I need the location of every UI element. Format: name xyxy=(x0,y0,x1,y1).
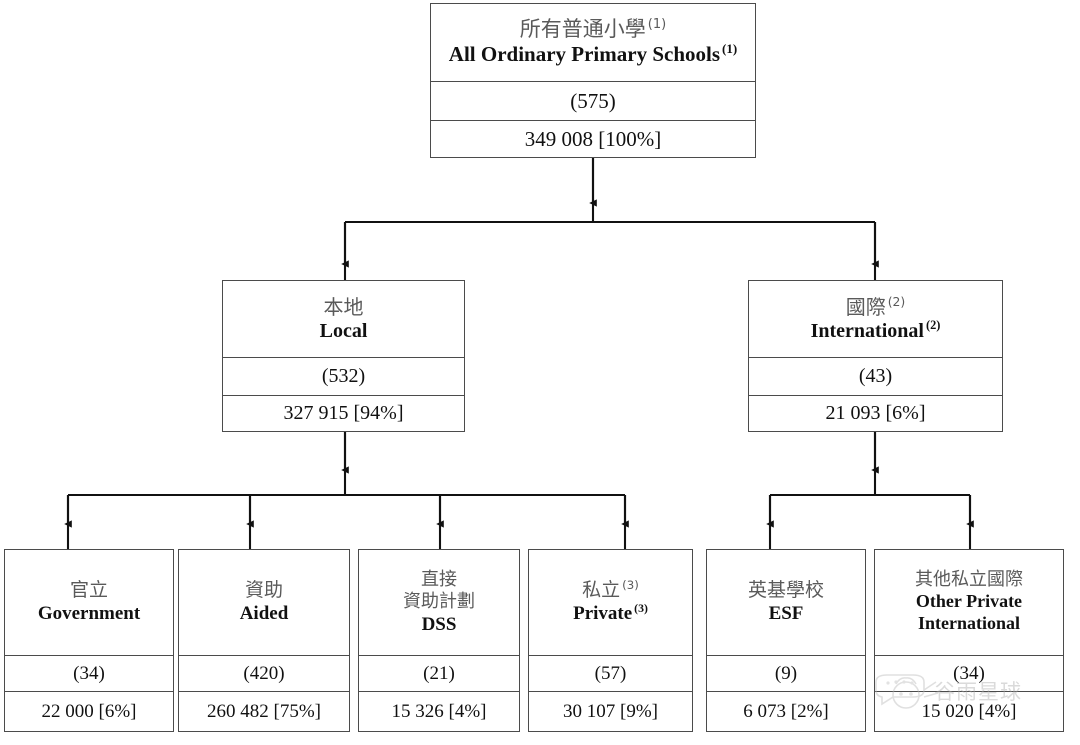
node-school-count: (532) xyxy=(223,356,464,396)
node-label-zh: 其他私立國際 xyxy=(915,569,1023,591)
footnote-marker: (2) xyxy=(925,318,941,333)
node-school-count: (57) xyxy=(529,654,692,692)
node-school-count: (34) xyxy=(875,654,1063,692)
footnote-marker: (3) xyxy=(622,577,639,592)
node-title: 國際(2) International(2) xyxy=(749,281,1002,357)
node-label-en: Government xyxy=(37,603,141,625)
node-label-en: International(2) xyxy=(810,318,941,342)
node-label-en: Private(3) xyxy=(573,602,648,625)
node-label-en: ESF xyxy=(768,603,804,625)
node-international: 國際(2) International(2) (43) 21 093 [6%] xyxy=(748,280,1003,432)
footnote-marker: (2) xyxy=(887,293,906,309)
node-enrolment: 15 020 [4%] xyxy=(875,691,1063,731)
node-enrolment: 349 008 [100%] xyxy=(431,120,755,157)
node-esf: 英基學校 ESF (9) 6 073 [2%] xyxy=(706,549,866,732)
node-title: 本地 Local xyxy=(223,281,464,357)
node-school-count: (420) xyxy=(179,654,349,692)
node-label-zh: 資助 xyxy=(244,579,283,602)
node-enrolment: 15 326 [4%] xyxy=(359,691,519,731)
node-school-count: (575) xyxy=(431,80,755,120)
node-label-en: Other Private xyxy=(915,591,1023,612)
footnote-marker: (1) xyxy=(722,41,738,57)
node-private: 私立(3) Private(3) (57) 30 107 [9%] xyxy=(528,549,693,732)
node-title: 所有普通小學(1) All Ordinary Primary Schools(1… xyxy=(431,4,755,81)
node-enrolment: 260 482 [75%] xyxy=(179,691,349,731)
node-enrolment: 6 073 [2%] xyxy=(707,691,865,731)
node-label-en-line2: International xyxy=(917,613,1020,634)
node-label-zh: 本地 xyxy=(323,294,364,319)
node-government: 官立 Government (34) 22 000 [6%] xyxy=(4,549,174,732)
node-school-count: (9) xyxy=(707,654,865,692)
node-label-zh: 國際(2) xyxy=(845,293,906,319)
node-title: 英基學校 ESF xyxy=(707,550,865,655)
node-enrolment: 30 107 [9%] xyxy=(529,691,692,731)
footnote-marker: (1) xyxy=(647,16,667,32)
node-other-private-international: 其他私立國際 Other Private International (34) … xyxy=(874,549,1064,732)
node-label-zh-line2: 資助計劃 xyxy=(403,590,475,612)
node-label-en: Aided xyxy=(239,603,289,625)
node-label-zh: 直接 xyxy=(421,568,457,590)
node-label-en: Local xyxy=(319,319,368,342)
node-label-zh: 私立(3) xyxy=(582,577,639,602)
node-local: 本地 Local (532) 327 915 [94%] xyxy=(222,280,465,432)
node-title: 直接 資助計劃 DSS xyxy=(359,550,519,655)
node-title: 官立 Government xyxy=(5,550,173,655)
node-enrolment: 21 093 [6%] xyxy=(749,395,1002,431)
node-title: 資助 Aided xyxy=(179,550,349,655)
node-label-zh: 官立 xyxy=(69,579,108,602)
node-title: 其他私立國際 Other Private International xyxy=(875,550,1063,655)
node-title: 私立(3) Private(3) xyxy=(529,550,692,655)
node-all-ordinary-primary-schools: 所有普通小學(1) All Ordinary Primary Schools(1… xyxy=(430,3,756,158)
footnote-marker: (3) xyxy=(634,602,648,616)
node-enrolment: 327 915 [94%] xyxy=(223,395,464,431)
node-school-count: (34) xyxy=(5,654,173,692)
node-school-count: (21) xyxy=(359,654,519,692)
node-enrolment: 22 000 [6%] xyxy=(5,691,173,731)
node-aided: 資助 Aided (420) 260 482 [75%] xyxy=(178,549,350,732)
node-school-count: (43) xyxy=(749,356,1002,396)
node-label-en: DSS xyxy=(421,613,457,635)
node-label-zh: 英基學校 xyxy=(747,579,824,602)
node-label-zh: 所有普通小學(1) xyxy=(519,16,667,41)
node-dss: 直接 資助計劃 DSS (21) 15 326 [4%] xyxy=(358,549,520,732)
node-label-en: All Ordinary Primary Schools(1) xyxy=(448,41,738,67)
